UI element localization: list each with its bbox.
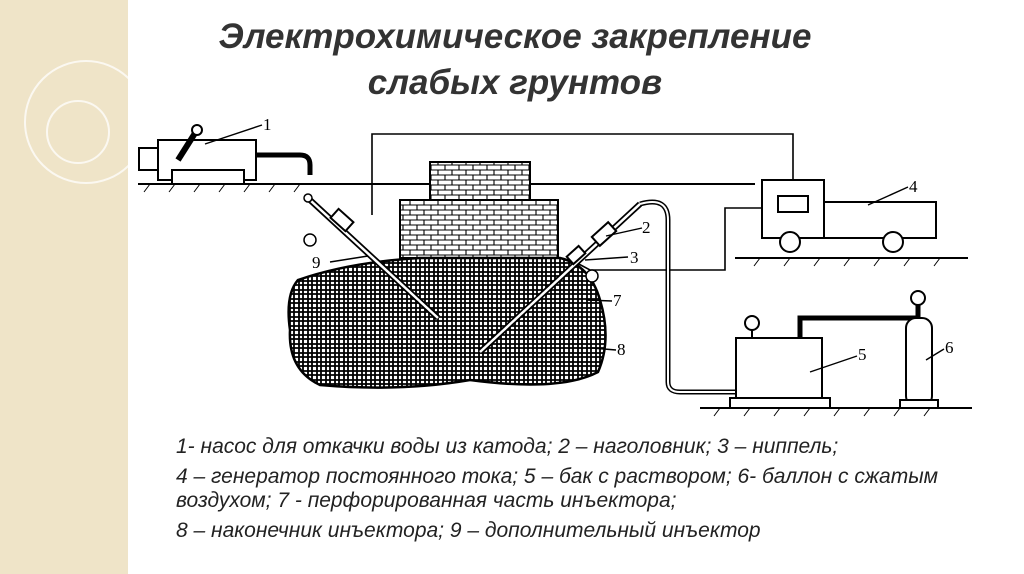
injector-right [477,201,643,355]
solution-tank [729,300,921,409]
pump [138,124,313,185]
callout-7: 7 [613,291,622,310]
air-cylinder [899,290,939,409]
solution-hose [639,199,736,395]
callout-3: 3 [630,248,639,267]
decorative-ring [46,100,110,164]
slide-title-line-1: Электрохимическое закрепление [218,17,812,56]
callout-9: 9 [312,253,321,272]
callout-2: 2 [642,218,651,237]
dc-generator-truck [761,179,937,253]
slide-title: Электрохимическое закрепление слабых гру… [150,14,880,106]
legend-line-2: 4 – генератор постоянного тока; 5 – бак … [176,465,939,512]
small-valve [303,233,317,247]
diagram-legend: 1- насос для откачки воды из катода; 2 –… [176,435,956,549]
legend-line-1: 1- насос для откачки воды из катода; 2 –… [176,435,839,458]
brick-foundation [399,161,559,259]
legend-line-3: 8 – наконечник инъектора; 9 – дополнител… [176,519,761,542]
nipple [585,269,599,283]
callout-6: 6 [945,338,954,357]
callout-8: 8 [617,340,626,359]
wire-generator-top [371,133,794,215]
decorative-ring [24,60,148,184]
decorative-side-strip [0,0,148,574]
wire-generator-side [574,207,790,271]
slide-title-line-2: слабых грунтов [367,63,663,102]
callout-1: 1 [263,115,272,134]
stabilized-soil-mass [287,256,607,389]
callout-5: 5 [858,345,867,364]
injector-left [303,193,441,321]
callout-4: 4 [909,177,918,196]
